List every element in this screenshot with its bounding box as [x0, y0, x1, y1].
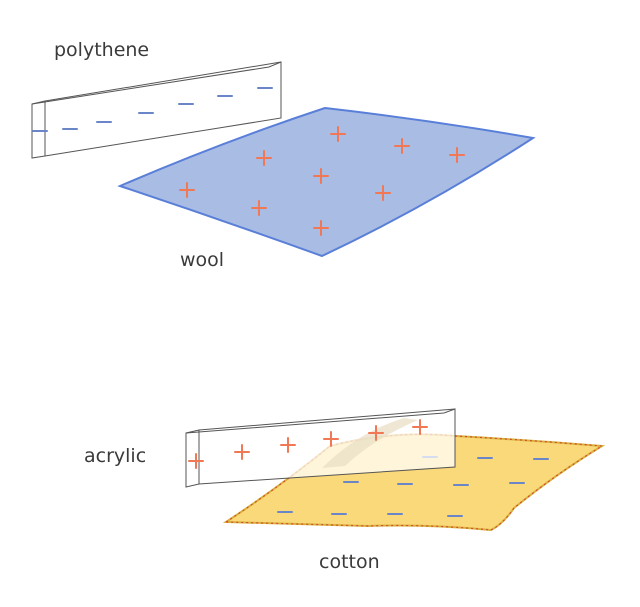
acrylic-rod-edges [185, 408, 456, 484]
acrylic-rod [185, 408, 456, 488]
wool-plus-sign [449, 147, 465, 163]
acrylic-plus-sign [323, 431, 339, 447]
wool-plus-sign [251, 200, 267, 216]
wool-plus-sign [330, 126, 346, 142]
wool-cloth-shape [117, 106, 536, 258]
wool-plus-sign [394, 138, 410, 154]
wool-label: wool [180, 249, 225, 271]
cotton-negative-charges [277, 456, 549, 517]
polythene-rod-body [31, 61, 282, 159]
acrylic-plus-sign [280, 437, 296, 453]
wool-plus-sign [256, 150, 272, 166]
wool-plus-sign [313, 168, 329, 184]
wool-plus-sign [375, 185, 391, 201]
wool-plus-sign [179, 182, 195, 198]
polythene-rod-edges [31, 61, 282, 156]
wool-plus-sign [313, 220, 329, 236]
acrylic-plus-sign [412, 419, 428, 435]
acrylic-plus-sign [188, 453, 204, 469]
acrylic-label: acrylic [84, 445, 147, 467]
wool-cloth [117, 106, 536, 258]
cotton-label: cotton [319, 551, 380, 573]
polythene-rod [31, 61, 282, 159]
acrylic-positive-charges [188, 419, 428, 469]
polythene-label: polythene [54, 39, 150, 61]
acrylic-plus-sign [368, 425, 384, 441]
polythene-negative-charges [32, 87, 273, 132]
acrylic-rod-fold-shadow [322, 418, 418, 468]
acrylic-plus-sign [234, 444, 250, 460]
wool-positive-charges [179, 126, 465, 236]
